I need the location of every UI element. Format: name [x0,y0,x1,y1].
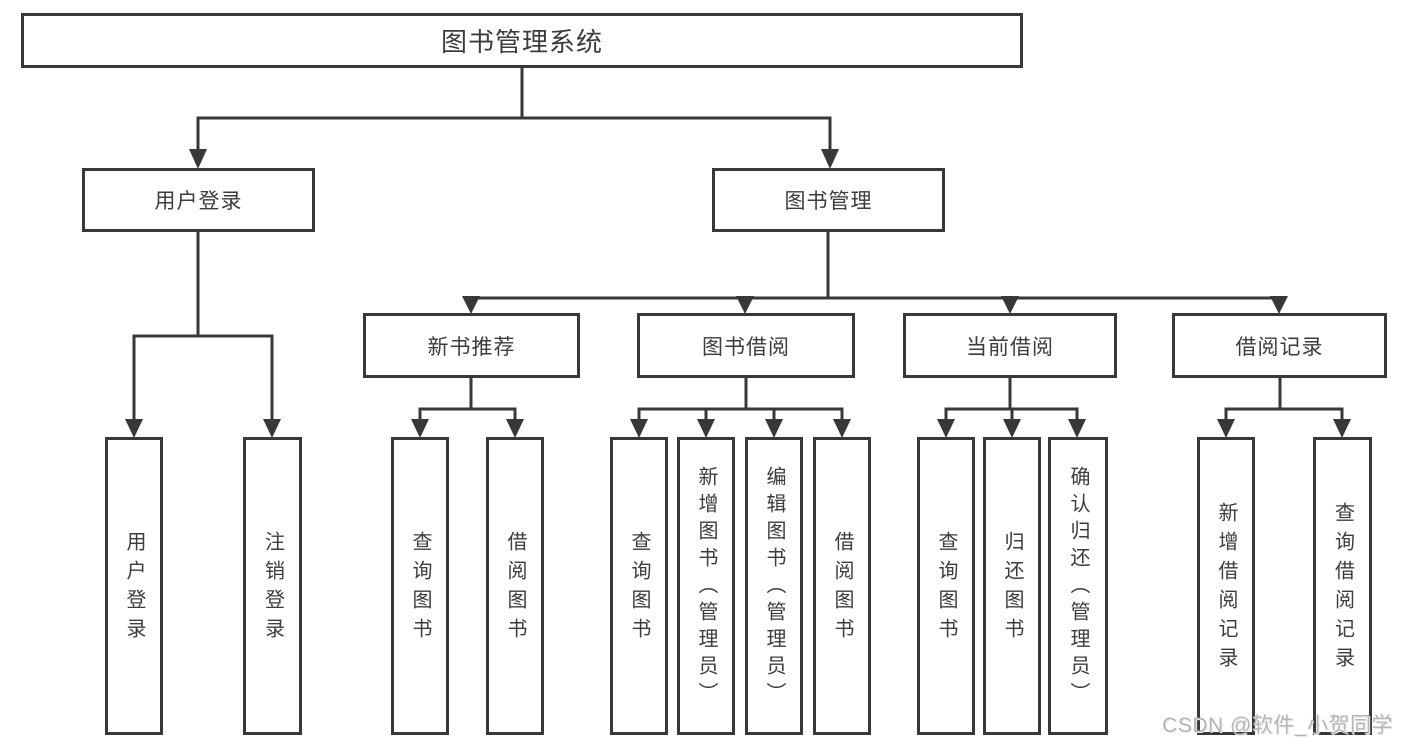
node-borrow-books-recommend: 借阅图书 [486,437,544,735]
node-return-books: 归还图书 [983,437,1041,735]
node-query-books-borrowing: 查询图书 [610,437,668,735]
node-user-login: 用户登录 [82,168,315,232]
node-query-books-current: 查询图书 [917,437,975,735]
node-query-books-recommend: 查询图书 [391,437,449,735]
node-logout-action: 注销登录 [243,437,302,735]
node-edit-books-admin: 编辑图书（管理员） [745,437,803,735]
node-library-management-system: 图书管理系统 [21,13,1023,68]
watermark: CSDN @软件_小贺同学 [1162,714,1393,737]
node-book-management: 图书管理 [712,168,945,232]
node-add-books-admin: 新增图书（管理员） [677,437,735,735]
node-confirm-return-admin: 确认归还（管理员） [1048,437,1108,735]
node-user-login-action: 用户登录 [105,437,163,735]
node-book-borrowing: 图书借阅 [637,313,855,378]
node-current-borrowing: 当前借阅 [903,313,1117,378]
node-query-borrow-record: 查询借阅记录 [1313,437,1372,735]
node-borrowing-records: 借阅记录 [1172,313,1387,378]
node-new-book-recommendation: 新书推荐 [363,313,580,378]
node-add-borrow-record: 新增借阅记录 [1197,437,1255,735]
node-borrow-books-borrowing: 借阅图书 [813,437,871,735]
